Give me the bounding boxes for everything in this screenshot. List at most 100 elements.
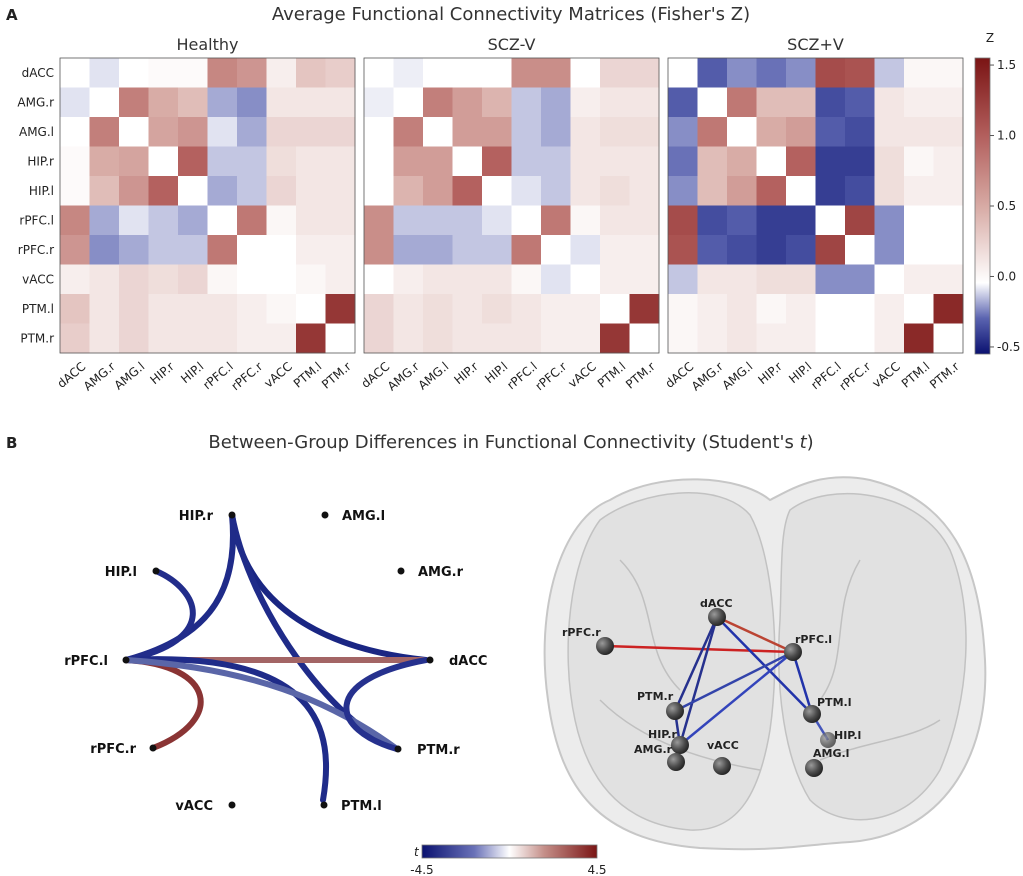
heatmap-x-tick-label: AMG.l	[720, 359, 756, 392]
heatmap-cell	[815, 235, 846, 265]
heatmap-cell	[178, 117, 208, 147]
heatmap-cell	[727, 264, 757, 295]
heatmap-cell	[697, 58, 728, 88]
network-node-rpfcl: rPFC.l	[64, 654, 130, 669]
heatmap-cell	[452, 235, 483, 265]
network-node-ptmr: PTM.r	[394, 743, 460, 758]
heatmap-cell	[697, 205, 728, 236]
heatmap-cell	[874, 294, 905, 324]
heatmap-cell	[933, 235, 964, 265]
heatmap-cell	[668, 205, 698, 236]
brain-node-vacc	[713, 757, 731, 775]
heatmap-cell	[119, 146, 149, 177]
heatmap-cell	[296, 176, 326, 206]
heatmap-cell	[452, 146, 483, 177]
heatmap-cell	[393, 294, 424, 324]
heatmap-cell	[668, 58, 698, 88]
heatmap-x-tick-label: PTM.l	[595, 359, 629, 390]
heatmap-cell	[89, 58, 120, 88]
network-node-amgl: AMG.l	[321, 509, 385, 524]
heatmap-cell	[511, 294, 542, 324]
brain-label-vacc: vACC	[707, 739, 739, 752]
brain-label-amgr: AMG.r	[634, 743, 673, 756]
panel-b-title-prefix: Between-Group Differences in Functional …	[208, 432, 799, 453]
heatmap-cell	[668, 264, 698, 295]
brain-node-dacc	[708, 608, 726, 626]
heatmap-cell	[511, 205, 542, 236]
heatmap-cell	[393, 58, 424, 88]
heatmap-x-tick-label: rPFC.l	[808, 359, 844, 392]
heatmap-cell	[148, 205, 179, 236]
heatmap-cell	[815, 323, 846, 354]
node-label: rPFC.l	[64, 654, 108, 669]
heatmap-cell	[511, 87, 542, 118]
heatmap-cell	[727, 235, 757, 265]
brain-label-hipl: HIP.l	[834, 729, 861, 742]
heatmap-y-tick-label: HIP.l	[29, 184, 54, 198]
heatmap-x-tick-label: vACC	[261, 359, 294, 390]
heatmap-cell	[325, 235, 356, 265]
heatmap-cell	[845, 176, 875, 206]
panel-b-title-suffix: )	[807, 432, 814, 453]
heatmap-cell	[904, 264, 934, 295]
heatmap-cell	[756, 264, 787, 295]
heatmap-cell	[178, 205, 208, 236]
heatmap-cell	[600, 294, 630, 324]
brain-node-hipr	[671, 736, 689, 754]
node-label: AMG.l	[342, 509, 385, 524]
heatmap-x-tick-label: AMG.l	[112, 359, 148, 392]
heatmap-cell	[904, 323, 934, 354]
node-dot	[149, 744, 157, 752]
heatmap-cell	[237, 264, 267, 295]
edge-dacc-ptmr	[343, 657, 429, 752]
heatmap-cell	[60, 146, 90, 177]
heatmap-cell	[570, 323, 601, 354]
heatmap-cell	[178, 87, 208, 118]
heatmap-cell	[600, 205, 630, 236]
heatmap-cell	[148, 176, 179, 206]
heatmap-cell	[874, 176, 905, 206]
heatmap-x-tick-label: rPFC.l	[504, 359, 540, 392]
heatmap-cell	[60, 117, 90, 147]
heatmap-cell	[237, 294, 267, 324]
heatmap-cell	[541, 146, 571, 177]
heatmap-cell	[266, 323, 297, 354]
heatmap-cell	[874, 323, 905, 354]
node-label: PTM.l	[341, 799, 382, 814]
heatmap-x-tick-label: rPFC.l	[200, 359, 236, 392]
heatmap-cell	[697, 87, 728, 118]
heatmap-cell	[60, 205, 90, 236]
heatmap-cell	[629, 264, 660, 295]
heatmap-cell	[89, 117, 120, 147]
heatmap-cell	[364, 323, 394, 354]
heatmap-cell	[148, 87, 179, 118]
heatmap-cell	[727, 87, 757, 118]
heatmap-x-tick-label: rPFC.r	[533, 359, 570, 393]
heatmap-cell	[482, 87, 512, 118]
heatmap-cell	[904, 205, 934, 236]
brain-label-amgl: AMG.l	[813, 747, 849, 760]
panel-a-title: Average Functional Connectivity Matrices…	[272, 4, 750, 25]
brain-node-ptmr	[666, 702, 684, 720]
heatmap-cell	[364, 205, 394, 236]
heatmap-cell	[393, 235, 424, 265]
heatmap-cell	[482, 146, 512, 177]
heatmap-x-tick-label: PTM.l	[899, 359, 933, 390]
node-label: vACC	[175, 799, 213, 814]
z-colorbar-label: Z	[986, 31, 994, 45]
heatmap-cell	[668, 117, 698, 147]
heatmap-cell	[668, 294, 698, 324]
heatmap-cell	[600, 87, 630, 118]
heatmap-cell	[60, 176, 90, 206]
heatmap-cell	[874, 87, 905, 118]
heatmap-cell	[756, 235, 787, 265]
heatmap-cell	[423, 205, 453, 236]
heatmap-cell	[786, 264, 816, 295]
heatmap-cell	[423, 294, 453, 324]
heatmap-cell	[325, 58, 356, 88]
heatmap-cell	[815, 117, 846, 147]
heatmap-cell	[570, 117, 601, 147]
heatmap-x-tick-label: rPFC.r	[837, 359, 874, 393]
